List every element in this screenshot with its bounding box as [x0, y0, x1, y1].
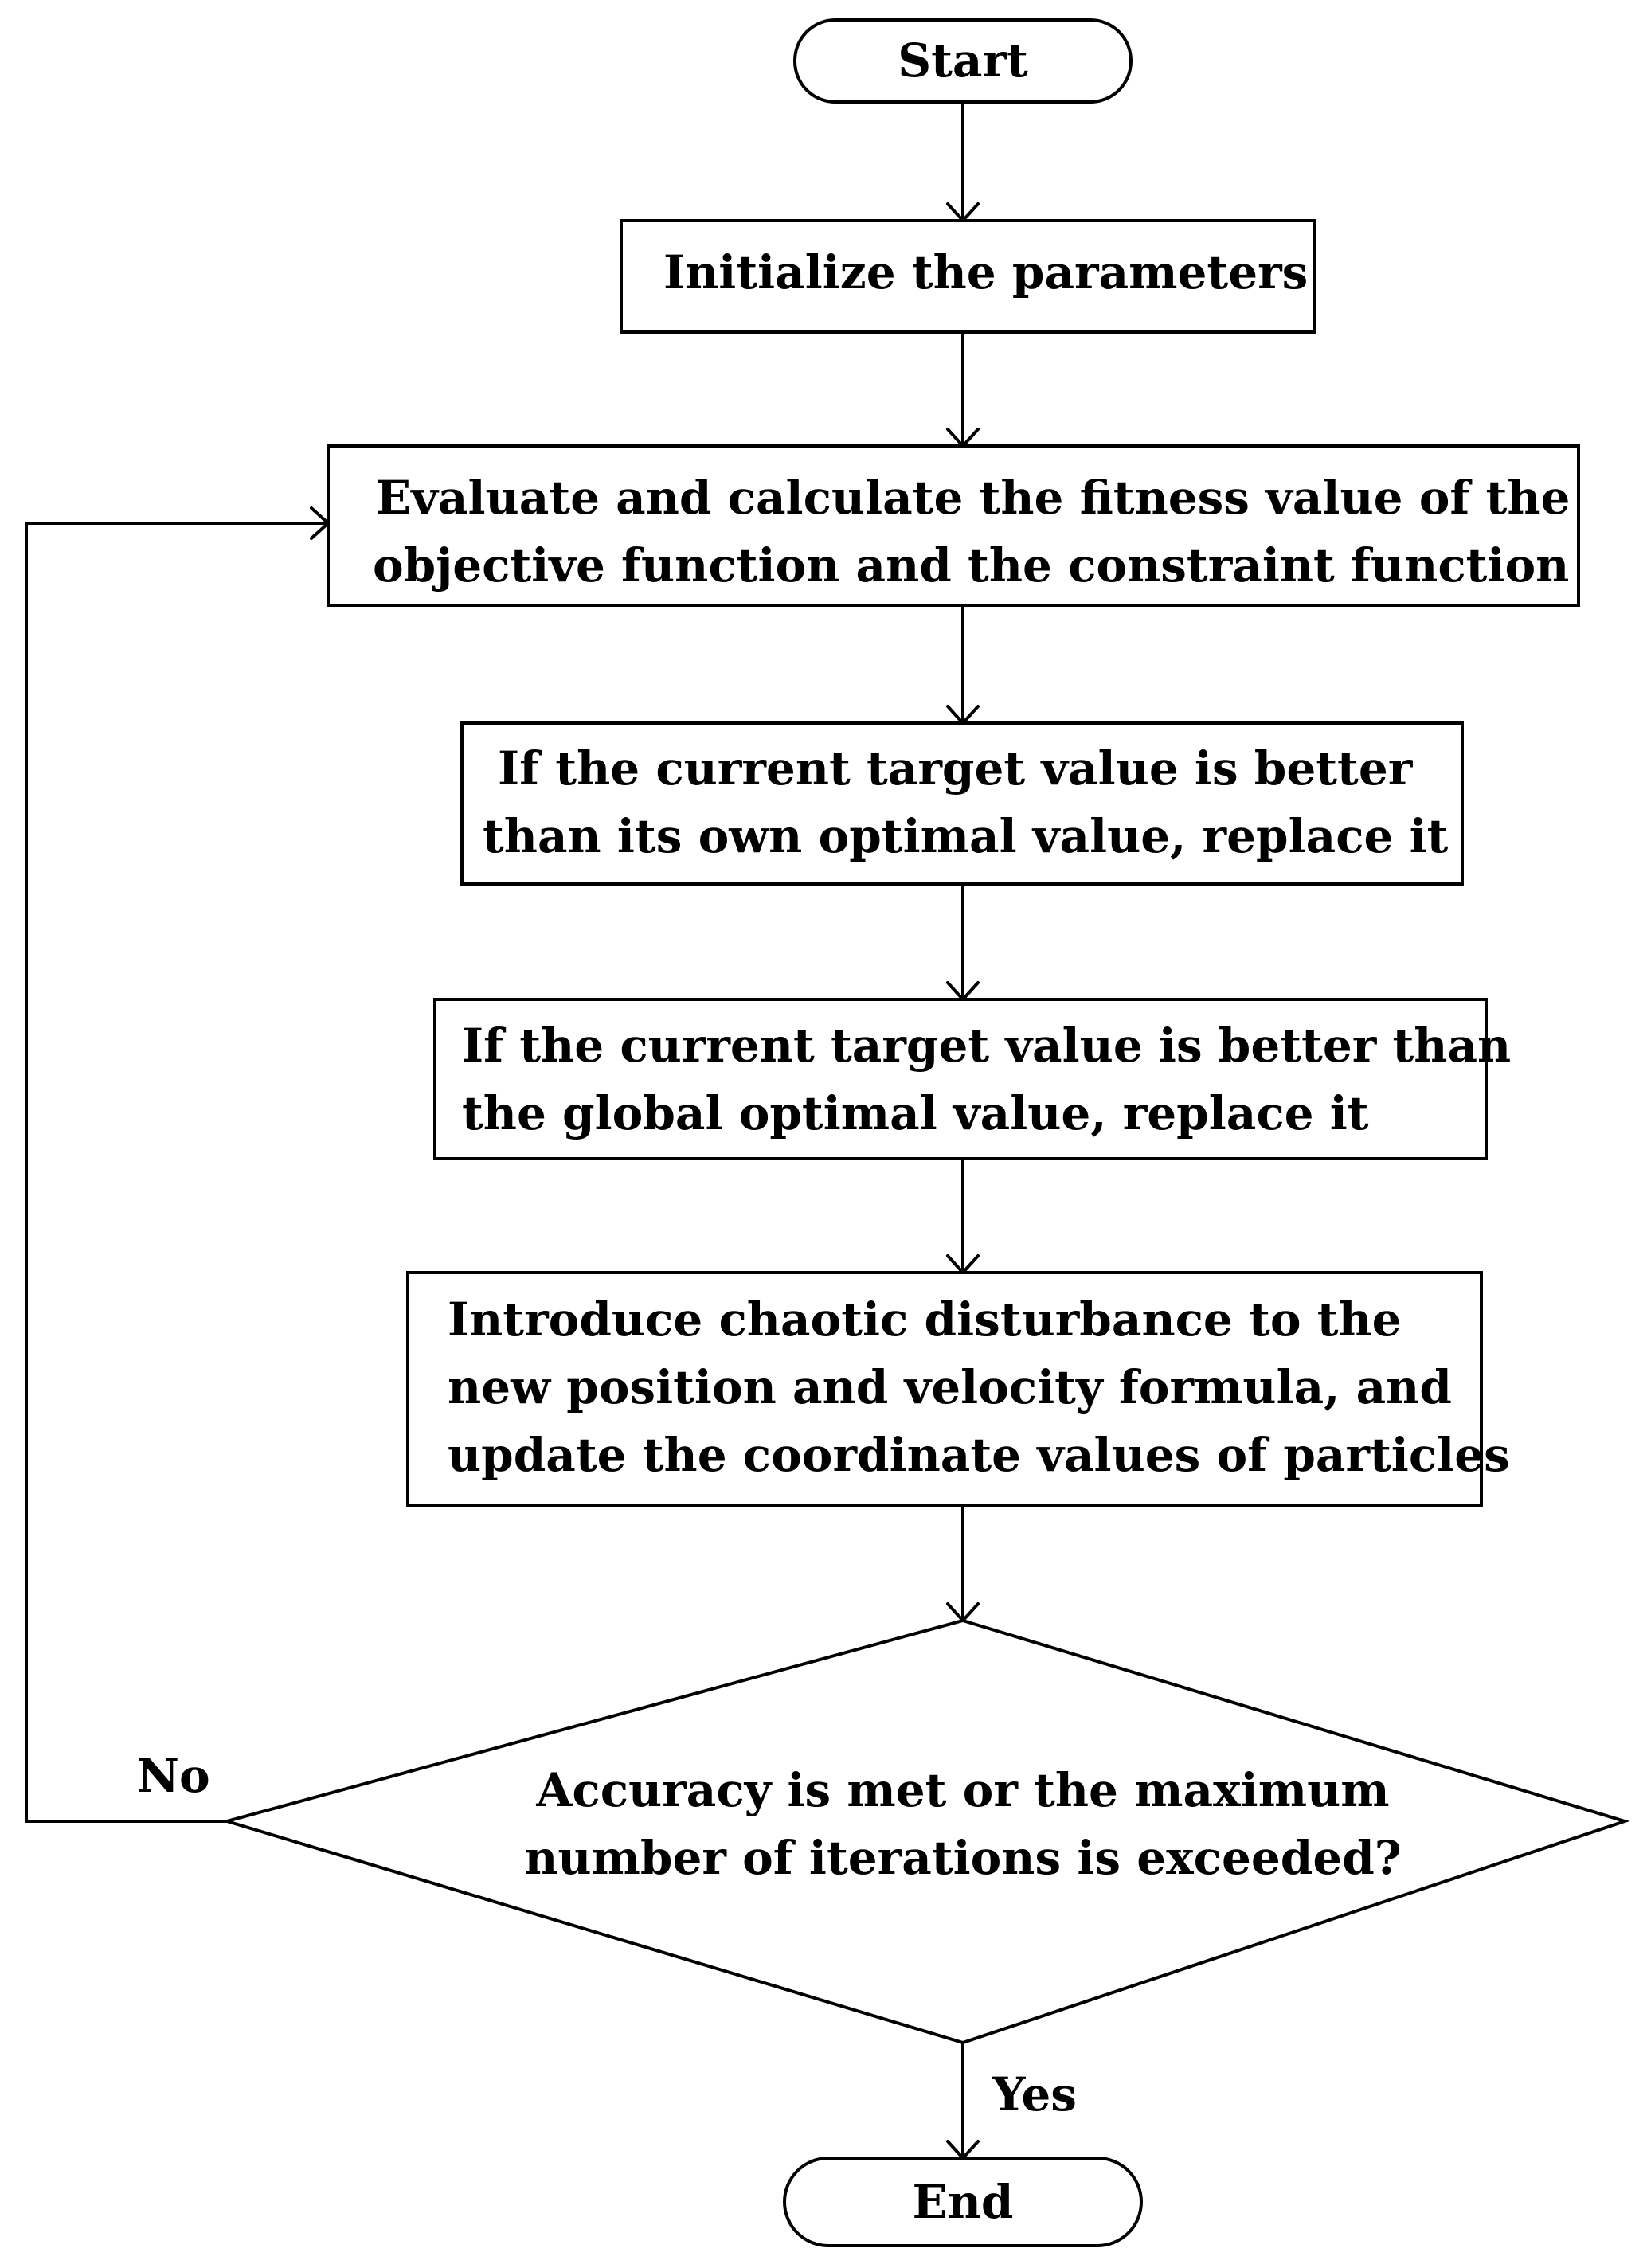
step-chaotic-line-2: new position and velocity formula, and — [448, 1360, 1452, 1414]
edge-label-yes: Yes — [992, 2067, 1077, 2121]
step-update-global-best: If the current target value is better th… — [433, 998, 1511, 1160]
arrow-evaluate-to-personal-best — [946, 605, 980, 725]
step-update-personal-best: If the current target value is better th… — [460, 721, 1464, 886]
step-initialize-parameters: Initialize the parameters — [620, 219, 1316, 334]
step-personal-best-line-1: If the current target value is better — [498, 741, 1414, 796]
decision-line-2: number of iterations is exceeded? — [524, 1831, 1402, 1885]
arrow-no-loop-back — [25, 506, 330, 1823]
step-chaotic-line-1: Introduce chaotic disturbance to the — [448, 1292, 1402, 1347]
step-global-best-line-2: the global optimal value, replace it — [462, 1086, 1369, 1140]
step-chaotic-disturbance: Introduce chaotic disturbance to the new… — [406, 1271, 1510, 1507]
arrow-yes-to-end — [946, 2043, 980, 2160]
end-terminal: End — [783, 2157, 1143, 2247]
step-evaluate-line-1: Evaluate and calculate the fitness value… — [376, 471, 1570, 525]
step-evaluate-fitness: Evaluate and calculate the fitness value… — [327, 444, 1580, 607]
arrow-initialize-to-evaluate — [946, 332, 980, 448]
end-label: End — [913, 2175, 1014, 2229]
arrow-start-to-initialize — [946, 102, 980, 222]
step-global-best-line-1: If the current target value is better th… — [462, 1019, 1511, 1073]
start-label: Start — [898, 33, 1028, 88]
arrow-personal-best-to-global-best — [946, 884, 980, 1001]
decision-termination-check: Accuracy is met or the maximum number of… — [221, 1618, 1630, 2045]
step-evaluate-line-2: objective function and the constraint fu… — [373, 538, 1569, 592]
arrow-global-best-to-chaotic — [946, 1159, 980, 1274]
step-chaotic-line-3: update the coordinate values of particle… — [448, 1428, 1510, 1482]
start-terminal: Start — [793, 18, 1133, 104]
arrow-chaotic-to-decision — [946, 1505, 980, 1622]
step-personal-best-line-2: than its own optimal value, replace it — [483, 809, 1449, 863]
step-initialize-text: Initialize the parameters — [663, 245, 1308, 299]
decision-line-1: Accuracy is met or the maximum — [535, 1763, 1389, 1817]
edge-label-no: No — [137, 1749, 210, 1803]
